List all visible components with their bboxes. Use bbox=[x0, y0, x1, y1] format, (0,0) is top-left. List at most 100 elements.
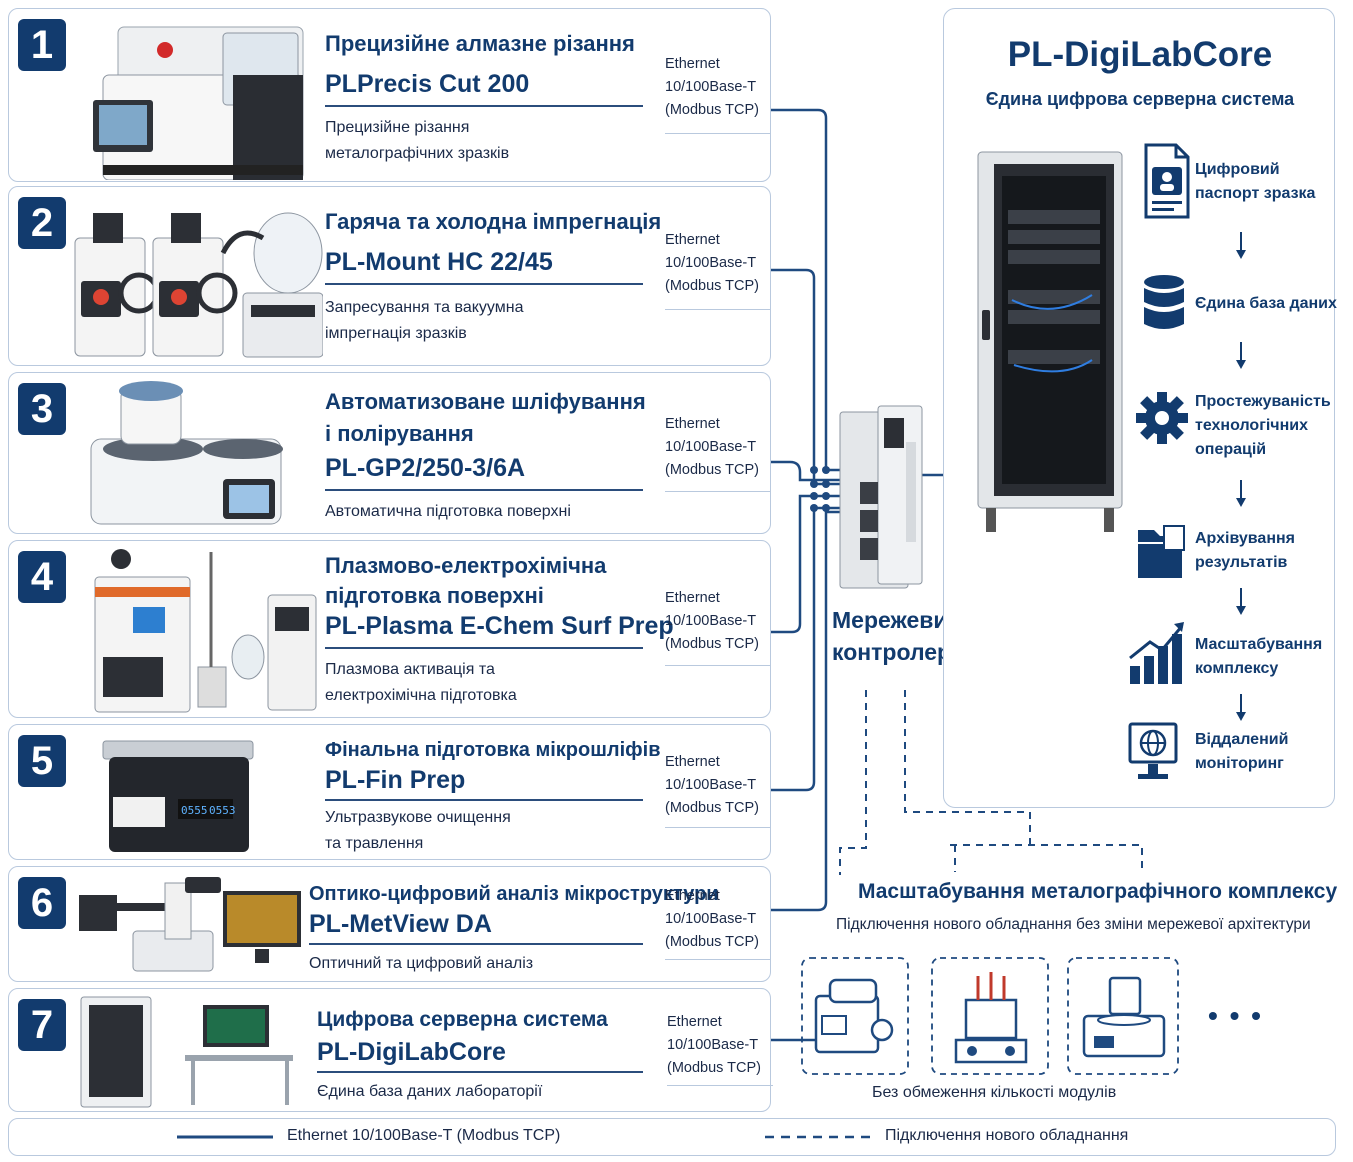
new-module-slot-3 bbox=[1067, 957, 1179, 1075]
module-number: 2 bbox=[18, 197, 66, 249]
module-title-2: і полірування bbox=[325, 421, 474, 446]
module-number: 1 bbox=[18, 19, 66, 71]
divider bbox=[325, 489, 643, 491]
arrow-down-icon bbox=[1236, 232, 1246, 259]
mounting-press-illustration bbox=[74, 212, 323, 358]
module-desc-2: та травлення bbox=[325, 835, 424, 852]
module-desc-1: Ультразвукове очищення bbox=[325, 809, 511, 826]
new-module-slot-1 bbox=[801, 957, 909, 1075]
module-title: Прецизійне алмазне різання bbox=[325, 31, 635, 56]
arrow-down-icon bbox=[1236, 480, 1246, 507]
module-model: PL-MetView DA bbox=[309, 910, 492, 938]
module-desc-1: Автоматична підготовка поверхні bbox=[325, 503, 571, 520]
link-module-4 bbox=[771, 494, 840, 634]
divider bbox=[317, 1071, 643, 1073]
module-number: 4 bbox=[18, 551, 66, 603]
module-title: Цифрова серверна система bbox=[317, 1008, 608, 1031]
server-title: PL-DigiLabCore bbox=[1007, 35, 1273, 74]
ultrasonic-bath-illustration: 0555 0553 bbox=[102, 740, 254, 852]
display-left: 0555 bbox=[181, 804, 208, 817]
module-title: Оптико-цифровий аналіз мікроструктури bbox=[309, 883, 719, 905]
display-right: 0553 bbox=[209, 804, 236, 817]
legend: Ethernet 10/100Base-T (Modbus TCP) Підкл… bbox=[8, 1118, 1336, 1156]
controller-label: Мережевий контролер bbox=[832, 607, 962, 665]
module-desc-2: імпрегнація зразків bbox=[325, 325, 467, 342]
divider bbox=[309, 943, 643, 945]
module-model: PLPrecis Cut 200 bbox=[325, 70, 530, 98]
module-number: 3 bbox=[18, 383, 66, 435]
ethernet-divider bbox=[667, 1085, 773, 1086]
module-title: Фінальна підготовка мікрошліфів bbox=[325, 739, 661, 761]
link-module-6 bbox=[771, 510, 840, 912]
module-desc-1: Єдина база даних лабораторії bbox=[317, 1083, 543, 1100]
diamond-cutter-illustration bbox=[93, 26, 304, 180]
ethernet-divider bbox=[665, 827, 771, 828]
module-number: 5 bbox=[18, 735, 66, 787]
module-card-3[interactable]: 3 Автоматизоване шліфування і поліруванн… bbox=[8, 372, 771, 534]
arrow-down-icon bbox=[1236, 588, 1246, 615]
grinding-machine-illustration bbox=[90, 381, 283, 525]
arrow-down-icon bbox=[1236, 694, 1246, 721]
module-model: PL-DigiLabCore bbox=[317, 1038, 506, 1066]
module-desc-2: металографічних зразків bbox=[325, 145, 510, 162]
module-model: PL-Mount HC 22/45 bbox=[325, 248, 553, 276]
link-module-1 bbox=[771, 108, 840, 472]
divider bbox=[325, 799, 643, 801]
arrow-down-icon bbox=[1236, 342, 1246, 369]
ethernet-divider bbox=[665, 665, 771, 666]
module-card-1[interactable]: 1 Прецизійне алмазне різання PLPrecis Cu… bbox=[8, 8, 771, 182]
ethernet-divider bbox=[665, 959, 771, 960]
database-icon bbox=[1144, 275, 1184, 329]
module-number: 7 bbox=[18, 999, 66, 1051]
link-module-5 bbox=[771, 506, 840, 792]
document-id-icon bbox=[1144, 143, 1190, 219]
module-model: PL-GP2/250-3/6A bbox=[325, 454, 526, 482]
folder-icon bbox=[1138, 525, 1185, 578]
ethernet-divider bbox=[665, 133, 771, 134]
module-number: 6 bbox=[18, 877, 66, 929]
ethernet-divider bbox=[665, 309, 771, 310]
module-card-7[interactable]: 7 Цифрова серверна система PL-DigiLabCor… bbox=[8, 988, 773, 1112]
scaling-title: Масштабування металографічного комплексу bbox=[858, 880, 1338, 903]
scaling-subtitle: Підключення нового обладнання без зміни … bbox=[836, 916, 1311, 933]
legend-solid-label: Ethernet 10/100Base-T (Modbus TCP) bbox=[287, 1127, 561, 1144]
module-desc-1: Запресування та вакуумна bbox=[325, 299, 524, 316]
more-modules-ellipsis: • • • bbox=[1208, 1000, 1263, 1031]
growth-chart-icon bbox=[1129, 622, 1184, 684]
divider bbox=[325, 283, 643, 285]
ethernet-divider bbox=[665, 491, 771, 492]
network-controller-device bbox=[839, 405, 923, 589]
module-desc-2: електрохімічна підготовка bbox=[325, 687, 517, 704]
server-rack-illustration bbox=[977, 151, 1123, 532]
module-title: Плазмово-електрохімічна bbox=[325, 553, 607, 578]
module-card-2[interactable]: 2 Гаряча та холодна імпрегнація PL-Mount… bbox=[8, 186, 771, 366]
dashed-link-b bbox=[904, 690, 1031, 845]
module-title: Автоматизоване шліфування bbox=[325, 389, 646, 414]
module-title-2: підготовка поверхні bbox=[325, 583, 544, 608]
module-model: PL-Plasma E-Chem Surf Prep bbox=[325, 612, 674, 640]
feature-database: Єдина база даних bbox=[1195, 295, 1337, 312]
dashed-link-c bbox=[950, 844, 1143, 870]
module-model: PL-Fin Prep bbox=[325, 766, 466, 794]
monitor-globe-icon bbox=[1128, 722, 1178, 779]
module-card-6[interactable]: 6 Оптико-цифровий аналіз мікроструктури … bbox=[8, 866, 771, 982]
module-desc-1: Прецизійне різання bbox=[325, 119, 470, 136]
module-desc-1: Оптичний та цифровий аналіз bbox=[309, 955, 534, 972]
module-card-5[interactable]: 5 0555 0553 Фінальна підготовка мікрошлі… bbox=[8, 724, 771, 860]
module-card-4[interactable]: 4 Плазмово-електрохімічна підготовка пов… bbox=[8, 540, 771, 718]
divider bbox=[325, 647, 643, 649]
server-workstation-illustration bbox=[80, 996, 293, 1108]
legend-solid-line bbox=[177, 1135, 273, 1139]
